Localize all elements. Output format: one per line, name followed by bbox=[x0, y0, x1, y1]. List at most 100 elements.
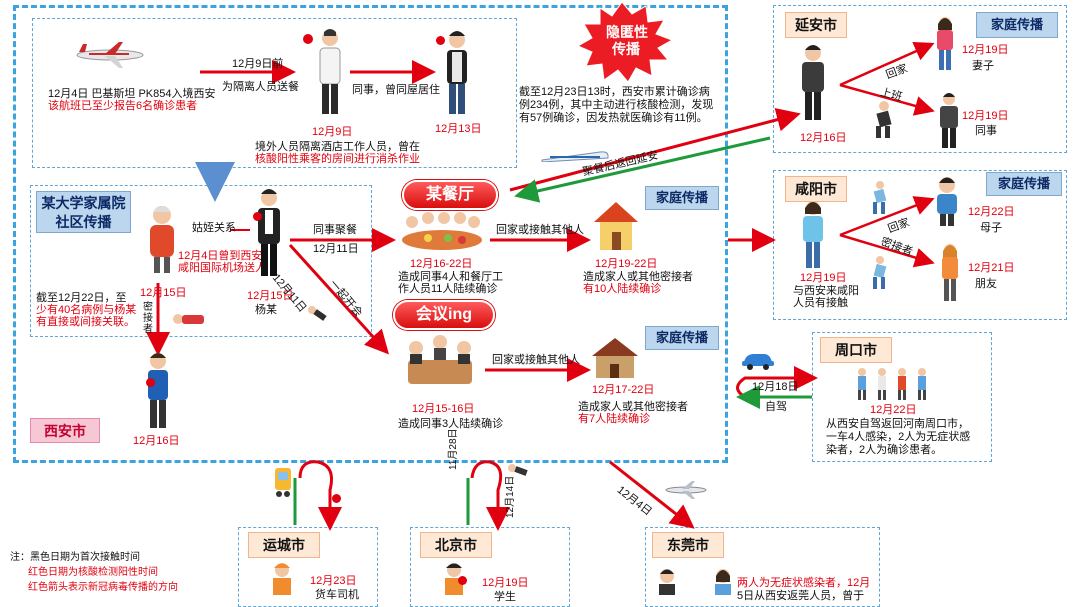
meeting-family-desc-2: 有7人陆续确诊 bbox=[578, 413, 651, 425]
yanan-city-text: 延安市 bbox=[795, 17, 837, 33]
arrow-to-meeting bbox=[288, 243, 390, 355]
zhoukou-desc-1: 从西安自驾返回河南周口市， bbox=[826, 418, 969, 430]
dongguan-city-label: 东莞市 bbox=[652, 532, 724, 558]
restaurant-home-edge: 回家或接触其他人 bbox=[496, 224, 584, 236]
house-icon bbox=[592, 198, 640, 254]
flight-line2: 该航班已至少报告6名确诊患者 bbox=[48, 100, 198, 112]
zhoukou-date: 12月22日 bbox=[870, 404, 917, 416]
meeting-home-edge: 回家或接触其他人 bbox=[492, 354, 580, 366]
coworker-date: 12月19日 bbox=[962, 110, 1009, 122]
xianyang-desc-2: 人员有接触 bbox=[793, 297, 848, 309]
coworker-person-icon bbox=[937, 92, 961, 155]
campus-title-line1: 某大学家属院 bbox=[41, 195, 126, 211]
virus-icon bbox=[253, 212, 262, 221]
xianyang-family-title: 家庭传播 bbox=[986, 172, 1062, 196]
yuncheng-city-text: 运城市 bbox=[263, 537, 305, 553]
wife-label: 妻子 bbox=[972, 60, 994, 72]
campus-summary-2: 少有40名病例与杨某 bbox=[36, 304, 137, 316]
arrow-yuncheng-red bbox=[298, 460, 342, 531]
hidden-line3: 有57例确诊，因发热就医确诊有11例。 bbox=[519, 112, 708, 124]
aunt-date: 12月15日 bbox=[140, 287, 187, 299]
restaurant-family-desc-1: 造成家人或其他密接者 bbox=[583, 271, 693, 283]
running-person-icon bbox=[506, 462, 530, 482]
airplane-icon bbox=[75, 40, 145, 70]
coworker-label: 同事 bbox=[975, 125, 997, 137]
arrow-xianyang-friend bbox=[839, 233, 935, 268]
friend-person-icon bbox=[938, 243, 962, 308]
zhoukou-city-label: 周口市 bbox=[820, 337, 892, 363]
worker-date: 12月9日 bbox=[312, 126, 353, 138]
wife-person-icon bbox=[933, 16, 957, 77]
yang-person-icon bbox=[252, 188, 286, 285]
virus-icon bbox=[458, 576, 467, 585]
restaurant-scene-icon bbox=[398, 210, 486, 254]
xianyang-date: 12月19日 bbox=[800, 272, 847, 284]
flight-line1: 12月4日 巴基斯坦 PK854入境西安 bbox=[48, 88, 216, 100]
restaurant-title: 某餐厅 bbox=[425, 186, 474, 203]
restaurant-date: 12月16-22日 bbox=[410, 258, 473, 270]
friend-label: 朋友 bbox=[975, 278, 997, 290]
beijing-city-text: 北京市 bbox=[435, 537, 477, 553]
flight-panel bbox=[32, 18, 517, 168]
family-spread-text: 家庭传播 bbox=[997, 176, 1050, 191]
yang-date: 12月15日 bbox=[247, 290, 294, 302]
dinner-edge-label: 同事聚餐 bbox=[313, 224, 357, 236]
relation-label: 姑姪关系 bbox=[192, 222, 236, 234]
family-spread-text: 家庭传播 bbox=[655, 190, 708, 205]
xianyang-person-icon bbox=[798, 200, 828, 275]
campus-summary-1: 截至12月22日，至 bbox=[36, 292, 127, 304]
meeting-banner: 会议ing bbox=[393, 300, 495, 330]
note-line3: 红色箭头表示新冠病毒传播的方向 bbox=[28, 582, 178, 593]
meeting-family-title: 家庭传播 bbox=[645, 326, 719, 350]
zhoukou-panel bbox=[812, 332, 992, 462]
wife-date: 12月19日 bbox=[962, 44, 1009, 56]
bottom-date: 12月16日 bbox=[133, 435, 180, 447]
running-person-icon bbox=[868, 180, 890, 216]
zhoukou-arrow-label: 自驾 bbox=[765, 401, 787, 413]
dongguan-city-text: 东莞市 bbox=[667, 537, 709, 553]
worker-desc-2: 核酸阳性乘客的房间进行消杀作业 bbox=[255, 153, 420, 165]
dongguan-line1: 两人为无症状感染者，12月 bbox=[737, 577, 871, 589]
truck-icon bbox=[272, 466, 294, 498]
arrow-beijing-red bbox=[470, 460, 510, 531]
dongguan-line2: 5日从西安返莞人员，曾于 bbox=[737, 590, 865, 602]
yuncheng-person-icon bbox=[270, 562, 294, 600]
xianyang-city-label: 咸阳市 bbox=[785, 176, 847, 202]
virus-icon bbox=[436, 36, 445, 45]
hidden-spread-title-1: 隐匿性 bbox=[606, 24, 648, 40]
colleague-person-icon bbox=[440, 30, 474, 123]
meeting-desc: 造成同事3人陆续确诊 bbox=[398, 418, 504, 430]
family-spread-text: 家庭传播 bbox=[990, 17, 1043, 32]
worker-desc-1: 境外人员隔离酒店工作人员，曾在 bbox=[255, 141, 420, 153]
xian-city-text: 西安市 bbox=[44, 423, 86, 439]
close-contact-label: 密接者 bbox=[143, 302, 153, 335]
restaurant-banner: 某餐厅 bbox=[402, 180, 498, 210]
arrow-to-dongguan bbox=[609, 460, 695, 529]
mother-son-label: 母子 bbox=[980, 222, 1002, 234]
virus-icon bbox=[303, 34, 313, 44]
family-spread-text: 家庭传播 bbox=[655, 330, 708, 345]
close-contact-person-icon bbox=[142, 352, 174, 437]
beijing-date-2: 12月14日 bbox=[505, 475, 516, 518]
restaurant-family-desc-2: 有10人陆续确诊 bbox=[583, 283, 662, 295]
yanan-city-label: 延安市 bbox=[785, 12, 847, 38]
car-icon bbox=[740, 350, 776, 370]
lying-person-icon bbox=[172, 312, 206, 326]
arrow-yanan-coworker bbox=[839, 83, 935, 116]
train-icon bbox=[540, 148, 610, 163]
xian-main-frame bbox=[13, 5, 728, 463]
note-line1: 注：黑色日期为首次接触时间 bbox=[10, 552, 140, 563]
zhoukou-city-text: 周口市 bbox=[835, 342, 877, 358]
restaurant-family-title: 家庭传播 bbox=[645, 186, 719, 210]
running-person-icon bbox=[870, 100, 896, 140]
hidden-line1: 截至12月23日13时，西安市累计确诊病 bbox=[519, 86, 710, 98]
falling-person-icon bbox=[306, 304, 328, 326]
xianyang-desc-1: 与西安来咸阳 bbox=[793, 285, 859, 297]
yuncheng-city-label: 运城市 bbox=[248, 532, 320, 558]
zhoukou-desc-2-text: 一车4人感染，2人为无症状感 bbox=[826, 431, 971, 443]
arrow-green-return bbox=[514, 136, 771, 203]
yanan-panel bbox=[773, 5, 1067, 153]
arrow-xianyang-mother bbox=[839, 196, 935, 237]
worker-person-icon bbox=[312, 28, 348, 123]
